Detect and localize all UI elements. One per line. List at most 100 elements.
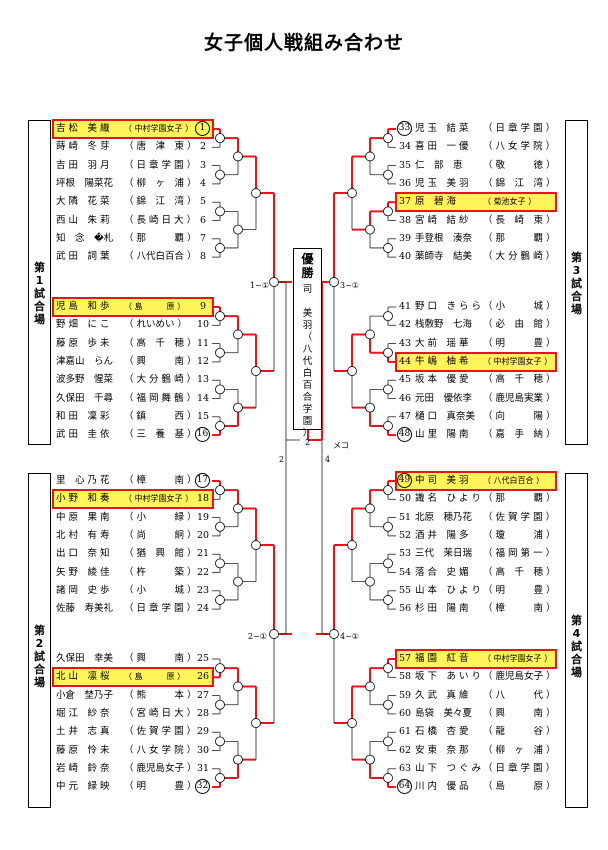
- player-name: 蒔 崎 冬 芽: [56, 141, 110, 153]
- player-row: 酒 井 陽 多（ 瓊 浦 ）52: [397, 528, 556, 544]
- player-team: （ 中村学園女子 ）: [483, 356, 553, 366]
- match-number: [383, 311, 393, 322]
- player-team: （ 錦 江 湾 ）: [124, 196, 197, 208]
- player-row: 里 心 乃 花（ 樟 南 ）17: [54, 473, 212, 489]
- match-number: [215, 311, 225, 322]
- match-number: [365, 151, 375, 162]
- player-row: 杉 田 陽 南（ 樟 南 ）56: [397, 601, 556, 617]
- player-number: 57: [398, 653, 412, 664]
- player-team: （ 尚 絅 ）: [124, 529, 197, 541]
- player-row: 津嘉山 らん（ 興 南 ）12: [54, 354, 212, 370]
- player-number: 43: [398, 337, 412, 349]
- match-number: [383, 347, 393, 358]
- player-name: 小 野 和 奏: [56, 493, 110, 505]
- player-team: （ 宮 崎 日 大 ）: [124, 707, 197, 719]
- player-team: （ 大 分 鶴 崎 ）: [483, 251, 556, 263]
- player-row: 石 橋 杏 愛（ 龍 谷 ）61: [397, 724, 556, 740]
- player-row: 北原 穂乃花（ 佐 賀 学 園 ）51: [397, 510, 555, 526]
- player-number: 9: [199, 301, 207, 312]
- match-number: [269, 629, 279, 639]
- player-name: 牛 嶋 柚 希: [415, 355, 469, 367]
- round-label-right-top: 3−①: [340, 281, 359, 290]
- player-name: 元田 優依李: [415, 392, 473, 404]
- match-number: [329, 277, 339, 287]
- player-team: （ 鎮 西 ）: [124, 410, 197, 422]
- match-number: [233, 576, 243, 587]
- player-row: 諸 岡 史 歩（ 小 城 ）23: [54, 583, 212, 599]
- player-row: 仁 部 恵（ 敬 徳 ）35: [397, 158, 556, 174]
- player-row: 大 前 瑶 華（ 明 豊 ）43: [397, 336, 556, 352]
- player-number: 21: [196, 548, 210, 560]
- player-name: 西 山 朱 莉: [56, 214, 110, 226]
- player-number: 30: [196, 744, 210, 756]
- player-team: （ 佐 賀 学 園 ）: [483, 511, 556, 523]
- player-team: （ 敬 徳 ）: [483, 159, 556, 171]
- player-name: 原 碧 海: [415, 196, 457, 208]
- player-name: 堀 江 紗 奈: [56, 707, 110, 719]
- player-name: 武 田 詞 葉: [56, 251, 110, 263]
- champion-team-char: 学: [302, 404, 313, 415]
- match-number: [365, 576, 375, 587]
- match-number: [383, 773, 393, 783]
- match-number: [215, 169, 225, 180]
- player-number: 10: [196, 319, 210, 331]
- champion-team-char: （: [302, 332, 313, 343]
- player-name: 矢 野 綾 佳: [56, 566, 110, 578]
- round-label-left-bottom: 2−①: [248, 632, 267, 641]
- venue-2-box: 第 2 試 合 場: [28, 473, 51, 808]
- match-number: [215, 133, 225, 144]
- player-number: 16: [195, 427, 210, 443]
- player-team: （ 龍 谷 ）: [483, 726, 556, 738]
- semi-label-right: 4: [325, 455, 331, 464]
- final-label-left: 2: [305, 438, 311, 447]
- player-name: 児 島 和 歩: [56, 301, 110, 312]
- venue-3-char: 試: [571, 277, 582, 290]
- player-row: 落 合 史 媚（ 高 千 穂 ）54: [397, 565, 556, 581]
- match-number: [251, 540, 261, 550]
- venue-2-char: 試: [34, 650, 45, 663]
- player-team: （ 八 女 学 院 ）: [124, 744, 197, 756]
- player-number: 52: [398, 529, 412, 541]
- player-number: 49: [397, 473, 412, 488]
- player-number: 11: [196, 337, 210, 349]
- player-team: （ 明 豊 ）: [483, 337, 556, 349]
- match-number: [233, 402, 243, 413]
- venue-4-char: 試: [571, 640, 582, 653]
- match-number: [365, 681, 375, 692]
- player-name: 栈敷野 七海: [415, 319, 473, 331]
- player-row: 吉 田 羽 月（ 日 章 学 園 ）3: [54, 158, 212, 174]
- player-row: 坪根 陽菜花（ 柳 ヶ 浦 ）4: [54, 176, 212, 192]
- player-team: （ 中村学園女子 ）: [124, 124, 194, 133]
- player-row: 北 村 有 寿（ 尚 絅 ）20: [54, 528, 212, 544]
- player-name: 波多野 惺菜: [56, 374, 114, 386]
- match-number: [215, 699, 225, 710]
- match-number: [347, 366, 357, 376]
- player-row: 北 山 凛 桜（ 島 原 ）26: [52, 667, 214, 688]
- player-name: 酒 井 陽 多: [415, 529, 469, 541]
- player-number: 39: [398, 232, 412, 244]
- player-name: 安 東 奈 那: [415, 744, 469, 756]
- player-name: 三代 茉日瑞: [415, 548, 473, 560]
- player-team: （ 日 章 学 園 ）: [483, 762, 556, 774]
- match-number: [251, 188, 261, 198]
- player-row: 宮 崎 結 紗（ 長 崎 東 ）38: [397, 213, 556, 229]
- player-number: 5: [199, 196, 207, 208]
- venue-1-char: 合: [34, 300, 45, 313]
- player-row: 児 玉 美 羽（ 錦 江 湾 ）36: [397, 176, 556, 192]
- player-number: 42: [398, 319, 412, 331]
- player-team: （ 興 南 ）: [483, 707, 556, 719]
- match-number: [383, 133, 393, 144]
- champion-name-char: [294, 296, 321, 308]
- player-name: 諸 岡 史 歩: [56, 584, 110, 596]
- player-name: 薬師寺 結美: [415, 251, 473, 263]
- player-row: 藤 原 歩 未（ 高 千 穂 ）11: [54, 336, 212, 352]
- player-row: 蒔 崎 冬 芽（ 唐 津 東 ）2: [54, 139, 212, 155]
- match-number: [233, 329, 243, 340]
- player-number: 20: [196, 529, 210, 541]
- match-number: [215, 663, 225, 674]
- venue-3-box: 第 3 試 合 場: [565, 120, 588, 445]
- player-team: （ 菊池女子 ）: [483, 197, 537, 207]
- venue-4-box: 第 4 試 合 場: [565, 473, 588, 808]
- player-name: 久保田 千尋: [56, 392, 114, 404]
- player-row: 中 原 果 南（ 小 緑 ）19: [54, 510, 212, 526]
